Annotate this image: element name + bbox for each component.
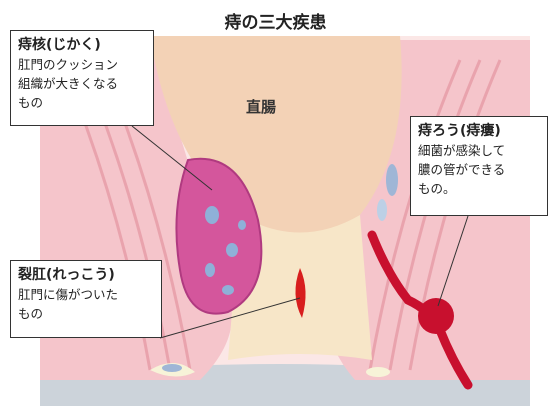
hemorrhoid-callout: 痔核(じかく) 肛門のクッション 組織が大きくなる もの: [10, 30, 154, 126]
fistula-description: 細菌が感染して 膿の管ができる もの。: [418, 141, 540, 198]
fistula-heading: 痔ろう(痔瘻): [418, 121, 540, 141]
fissure-callout: 裂肛(れっこう) 肛門に傷がついた もの: [10, 260, 162, 338]
rectum-label: 直腸: [246, 96, 276, 117]
fissure-description: 肛門に傷がついた もの: [18, 285, 154, 323]
hemorrhoid-description: 肛門のクッション 組織が大きくなる もの: [18, 55, 146, 112]
hemorrhoid-heading: 痔核(じかく): [18, 35, 146, 55]
right-vessel-1: [386, 164, 398, 196]
fissure-heading: 裂肛(れっこう): [18, 265, 154, 285]
left-vessel: [162, 364, 182, 372]
fistula-abscess: [418, 298, 454, 334]
fistula-callout: 痔ろう(痔瘻) 細菌が感染して 膿の管ができる もの。: [410, 116, 548, 216]
right-fat-pad: [366, 367, 390, 377]
right-vessel-2: [377, 199, 387, 221]
